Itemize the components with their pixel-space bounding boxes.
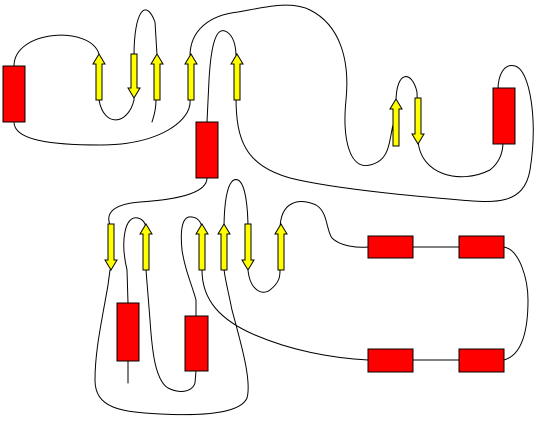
connection-wires [13, 4, 534, 416]
yellow-arrows [92, 53, 425, 271]
yellow-arrow-up [92, 53, 106, 101]
wire-right-hairpin [395, 76, 504, 178]
yellow-arrow-down [411, 97, 425, 145]
wire-lower-left-box-link [126, 269, 197, 392]
wire-right-loop [503, 246, 529, 361]
red-box-lower-mid [184, 315, 209, 372]
red-box-row-bottom-b [458, 348, 505, 373]
yellow-arrow-up [230, 53, 244, 101]
yellow-arrow-up [195, 223, 209, 271]
red-box-left [2, 65, 26, 123]
red-box-row-bottom-a [367, 348, 414, 373]
wire-center-down [235, 65, 534, 202]
red-box-center [195, 121, 219, 179]
wire-lower-right-top [279, 201, 369, 248]
yellow-arrow-down [127, 53, 141, 99]
wire-top-left-hairpin [133, 9, 158, 123]
wire-lower-right-bottom [201, 269, 369, 361]
wire-lower-mid-to-right [247, 269, 281, 293]
yellow-arrow-up [217, 223, 231, 271]
yellow-arrow-up [274, 223, 288, 271]
wire-center-box-top [206, 30, 237, 123]
red-box-row-top-a [367, 235, 414, 259]
wire-left-box-return [13, 4, 397, 166]
yellow-arrow-up [150, 53, 164, 101]
wire-center-to-lower [108, 177, 208, 226]
red-box-row-top-b [458, 235, 505, 259]
yellow-arrow-down [104, 223, 118, 271]
red-box-lower-left [116, 302, 140, 362]
wire-top-left-loop [13, 34, 135, 121]
wire-lower-mid-hairpin [223, 179, 249, 231]
yellow-arrow-up [184, 53, 198, 101]
red-boxes [2, 65, 516, 373]
yellow-arrow-up [389, 98, 403, 147]
wire-lower-mid [180, 216, 203, 317]
yellow-arrow-down [241, 223, 255, 271]
yellow-arrow-up [139, 223, 153, 271]
red-box-right [492, 87, 516, 145]
wire-lower-left-outer [94, 267, 249, 416]
